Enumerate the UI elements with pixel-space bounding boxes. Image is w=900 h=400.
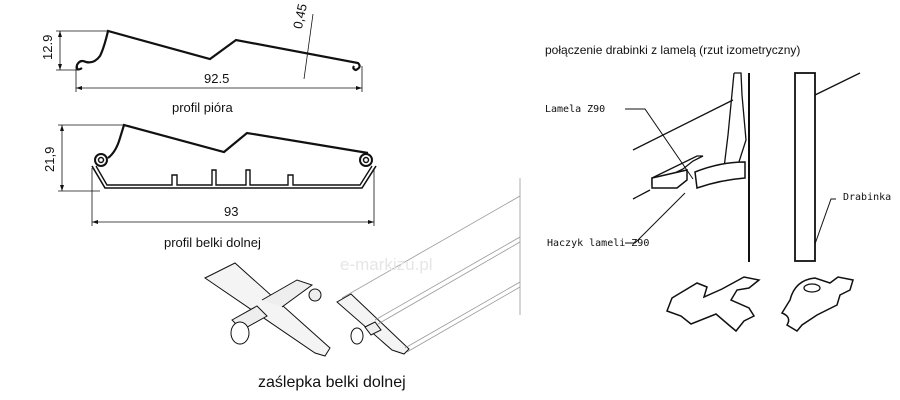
label-hook: Haczyk lameli Z90 (547, 238, 650, 249)
label-ladder: Drabinka (843, 192, 892, 203)
blade-width-dimension: 92.5 (204, 71, 230, 86)
bar-profile-caption: profil belki dolnej (164, 235, 261, 250)
blade-profile-caption: profil pióra (172, 100, 233, 115)
end-cap-drawing (204, 178, 521, 357)
label-slat: Lamela Z90 (545, 104, 606, 115)
end-cap-caption: zaślepka belki dolnej (258, 374, 406, 391)
ladder-hook-iso-drawing (625, 72, 861, 333)
watermark: e-markizu.pl (340, 255, 433, 274)
bottom-bar-profile-drawing (58, 123, 377, 226)
bar-height-dimension: 21,9 (42, 146, 57, 172)
iso-view-title: połączenie drabinki z lamelą (rzut izome… (545, 43, 801, 57)
bar-width-dimension: 93 (224, 204, 239, 219)
blade-profile-drawing (56, 13, 363, 92)
blade-height-dimension: 12.9 (40, 34, 55, 60)
